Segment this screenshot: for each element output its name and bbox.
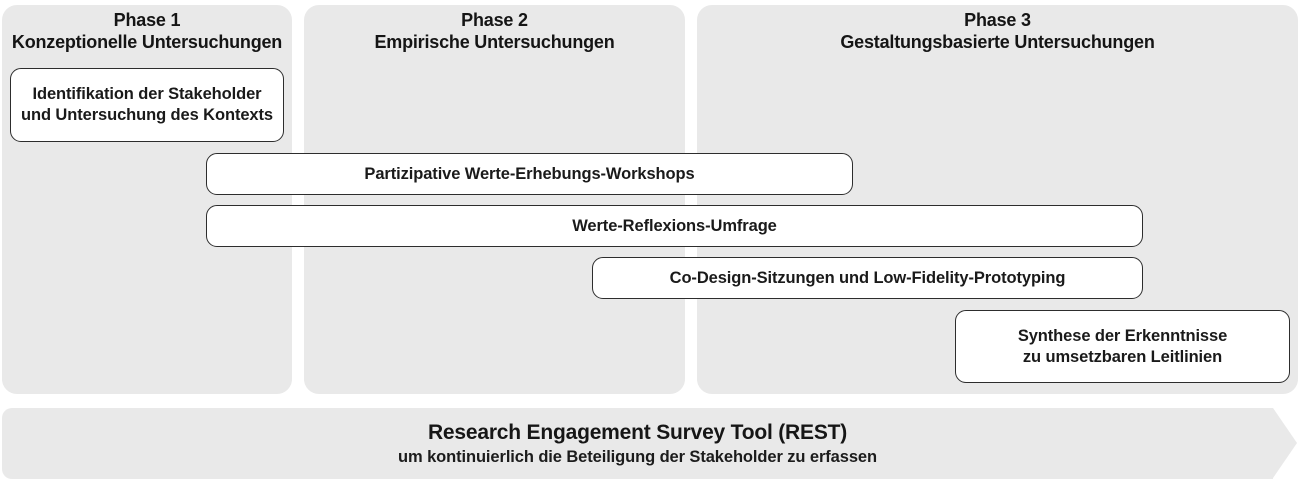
phase-1-panel: Phase 1 Konzeptionelle Untersuchungen bbox=[2, 5, 292, 394]
activity-label: Co-Design-Sitzungen und Low-Fidelity-Pro… bbox=[669, 268, 1066, 287]
activity-box-synthese-leitlinien: Synthese der Erkenntnisse zu umsetzbaren… bbox=[955, 310, 1290, 383]
phase-3-title: Phase 3 Gestaltungsbasierte Untersuchung… bbox=[697, 5, 1298, 53]
activity-box-codesign-prototyping: Co-Design-Sitzungen und Low-Fidelity-Pro… bbox=[592, 257, 1143, 299]
activity-box-werte-erhebungs-workshops: Partizipative Werte-Erhebungs-Workshops bbox=[206, 153, 853, 195]
rest-tool-arrow-band: Research Engagement Survey Tool (REST) u… bbox=[2, 408, 1273, 479]
phase-1-label: Phase 1 bbox=[113, 10, 181, 30]
rest-tool-subtitle: um kontinuierlich die Beteiligung der St… bbox=[398, 447, 877, 466]
activity-label-line: und Untersuchung des Kontexts bbox=[21, 106, 273, 124]
phase-2-subtitle: Empirische Untersuchungen bbox=[374, 32, 615, 52]
activity-label: Werte-Reflexions-Umfrage bbox=[572, 216, 777, 235]
activity-label-line: zu umsetzbaren Leitlinien bbox=[1022, 347, 1223, 366]
activity-box-stakeholder-identifikation: Identifikation der Stakeholder und Unter… bbox=[10, 68, 284, 142]
activity-label-line: Synthese der Erkenntnisse bbox=[1017, 326, 1228, 345]
activity-label: Partizipative Werte-Erhebungs-Workshops bbox=[364, 164, 695, 183]
rest-tool-title: Research Engagement Survey Tool (REST) bbox=[427, 420, 848, 444]
activity-box-werte-reflexions-umfrage: Werte-Reflexions-Umfrage bbox=[206, 205, 1143, 247]
phase-3-label: Phase 3 bbox=[964, 10, 1031, 30]
phase-3-subtitle: Gestaltungsbasierte Untersuchungen bbox=[840, 32, 1155, 52]
phase-2-panel: Phase 2 Empirische Untersuchungen bbox=[304, 5, 685, 394]
activity-label-line: Identifikation der Stakeholder bbox=[32, 85, 262, 103]
phase-2-title: Phase 2 Empirische Untersuchungen bbox=[304, 5, 685, 53]
phase-1-subtitle: Konzeptionelle Untersuchungen bbox=[11, 32, 283, 52]
phase-1-title: Phase 1 Konzeptionelle Untersuchungen bbox=[2, 5, 292, 53]
phase-2-label: Phase 2 bbox=[461, 10, 528, 30]
arrow-tip bbox=[1273, 408, 1297, 478]
